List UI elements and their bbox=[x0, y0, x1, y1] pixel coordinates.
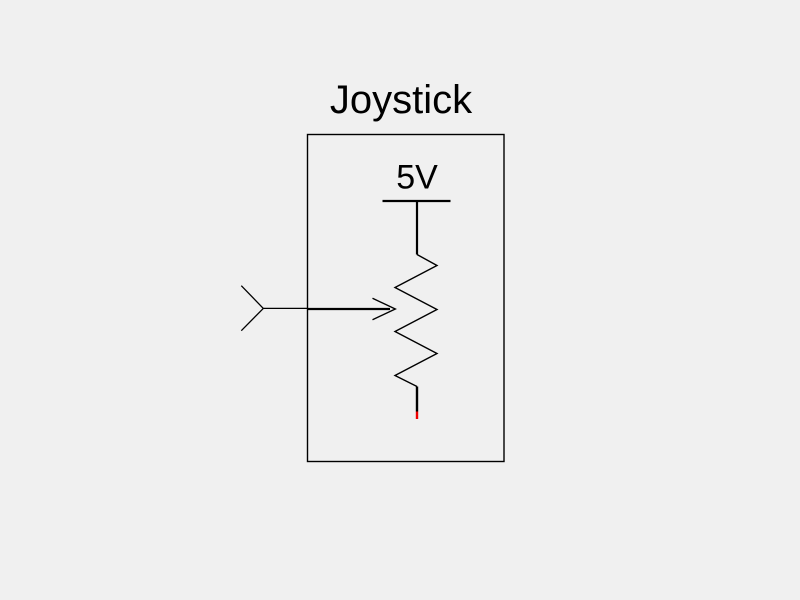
wire-fork-lower bbox=[240, 307, 264, 332]
schematic-linework bbox=[240, 133, 505, 463]
supply-voltage-label: 5V bbox=[396, 159, 438, 197]
diagram-title: Joystick bbox=[330, 78, 473, 122]
resistor-zigzag bbox=[393, 253, 439, 388]
wire-fork-upper bbox=[240, 285, 264, 309]
wiper-arrow bbox=[240, 285, 397, 332]
arrowhead-icon bbox=[372, 297, 397, 321]
wire-fork-icon bbox=[240, 285, 264, 332]
joystick-boundary-box bbox=[306, 133, 505, 463]
